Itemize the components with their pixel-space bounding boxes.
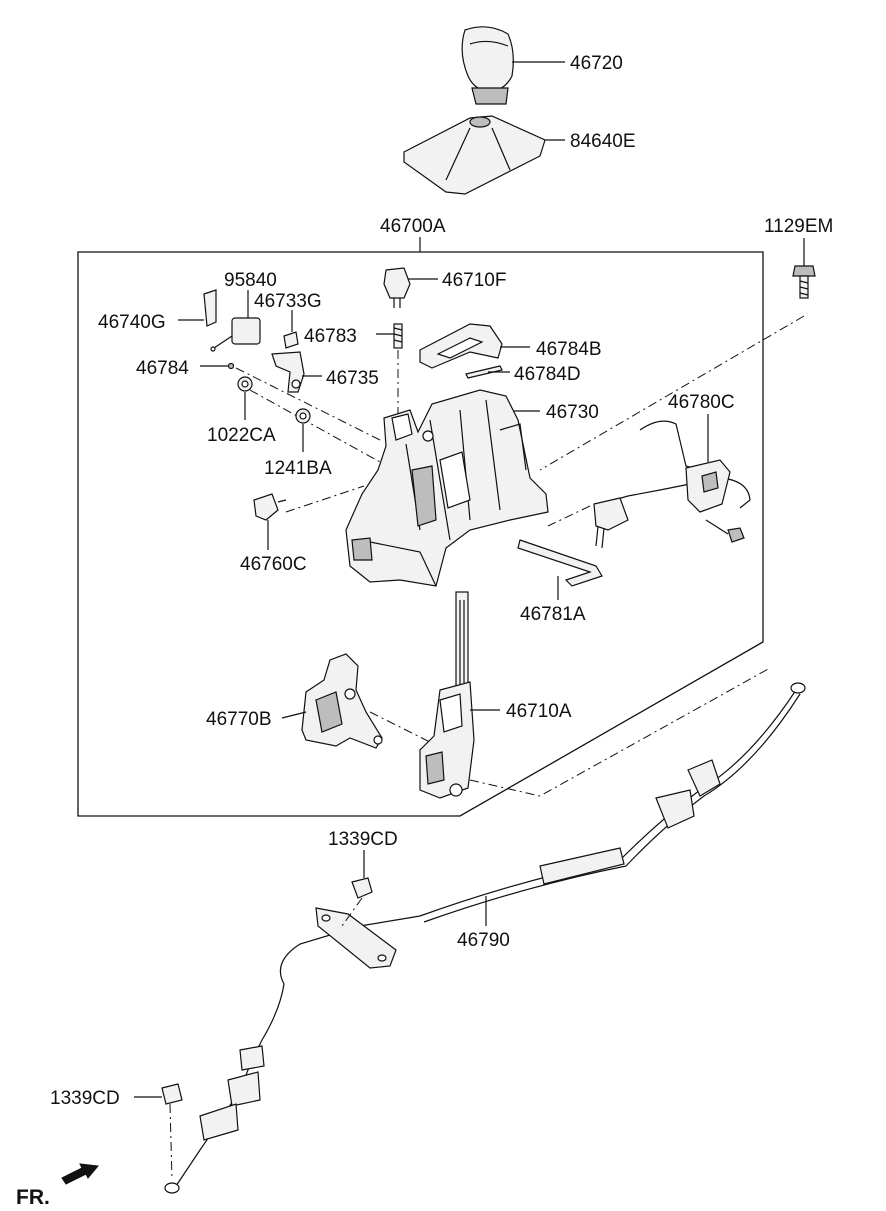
nut-1339CD-bottom: [161, 1083, 183, 1105]
slide-46784D: [465, 365, 503, 379]
dash-46770B: [369, 711, 431, 743]
rod-46781A: [517, 539, 603, 587]
label-46700A: 46700A: [380, 216, 446, 237]
dash-1129EM: [539, 315, 805, 471]
label-1339CD-top: 1339CD: [328, 829, 398, 850]
clip-46740G: [203, 289, 217, 327]
dash-46760C: [285, 485, 365, 513]
harness-46780C: [593, 420, 751, 549]
label-84640E: 84640E: [570, 131, 636, 152]
label-46781A: 46781A: [520, 604, 586, 625]
front-arrow-icon: [61, 1163, 99, 1185]
bolt-1129EM: [792, 265, 816, 299]
dash-cable-top: [469, 667, 771, 797]
connector-46710F: [383, 267, 411, 308]
lever-46770B: [301, 653, 383, 749]
shifter-housing-46730: [345, 389, 549, 587]
label-46784B: 46784B: [536, 339, 602, 360]
dash-46784: [235, 367, 381, 441]
label-1241BA: 1241BA: [264, 458, 332, 479]
label-46735: 46735: [326, 368, 379, 389]
dash-1022CA: [249, 389, 381, 463]
assembly-frame: [77, 251, 764, 817]
label-46720: 46720: [570, 53, 623, 74]
label-front: FR.: [16, 1186, 50, 1209]
spring-46783: [393, 323, 403, 349]
shift-cable-46790: [164, 682, 806, 1194]
label-46710F: 46710F: [442, 270, 506, 291]
label-46790: 46790: [457, 930, 510, 951]
label-46730: 46730: [546, 402, 599, 423]
label-46780C: 46780C: [668, 392, 735, 413]
label-46760C: 46760C: [240, 554, 307, 575]
dash-46780C: [547, 505, 591, 527]
solenoid-95840: [210, 317, 261, 352]
dash-1339CD-top: [341, 897, 363, 927]
detent-46760C: [253, 493, 287, 521]
bracket-46733G: [283, 331, 299, 349]
nut-1022CA: [237, 376, 253, 392]
label-46710A: 46710A: [506, 701, 572, 722]
nut-1339CD-top: [351, 877, 373, 899]
leader-46770B: [281, 711, 307, 719]
label-46770B: 46770B: [206, 709, 272, 730]
label-95840: 95840: [224, 270, 277, 291]
label-46784: 46784: [136, 358, 189, 379]
lever-46735: [271, 351, 305, 393]
label-1022CA: 1022CA: [207, 425, 276, 446]
shift-lever-46710A: [419, 591, 475, 799]
washer-1241BA: [295, 408, 311, 424]
label-46783: 46783: [304, 326, 357, 347]
label-1129EM: 1129EM: [764, 216, 833, 237]
dash-1339CD-bottom: [169, 1103, 173, 1181]
indicator-plate-46784B: [419, 323, 503, 369]
boot-cover: [403, 115, 546, 195]
shift-knob: [461, 26, 514, 105]
pin-46784: [227, 362, 235, 370]
label-46733G: 46733G: [254, 291, 322, 312]
label-46784D: 46784D: [514, 364, 581, 385]
label-1339CD-bottom: 1339CD: [50, 1088, 120, 1109]
label-46740G: 46740G: [98, 312, 166, 333]
